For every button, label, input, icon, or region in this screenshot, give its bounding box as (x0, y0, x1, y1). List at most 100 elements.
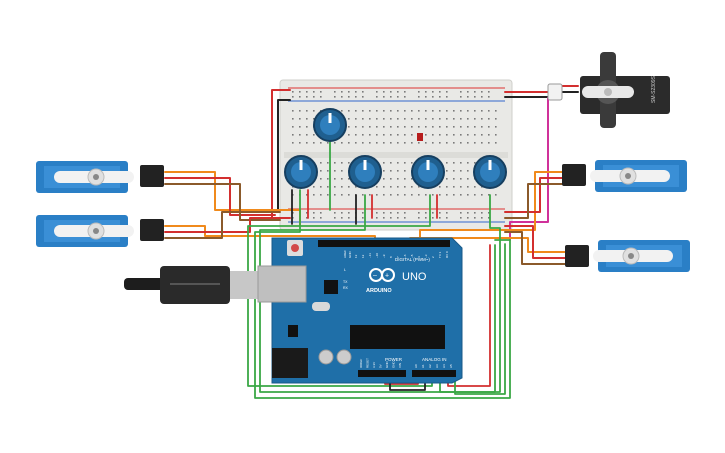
breadboard-hole[interactable] (383, 126, 385, 128)
breadboard-hole[interactable] (467, 194, 469, 196)
breadboard-hole[interactable] (460, 217, 462, 219)
breadboard-hole[interactable] (467, 212, 469, 214)
breadboard-hole[interactable] (467, 134, 469, 136)
breadboard-hole[interactable] (460, 126, 462, 128)
breadboard-hole[interactable] (362, 91, 364, 93)
breadboard-hole[interactable] (383, 170, 385, 172)
breadboard-hole[interactable] (292, 142, 294, 144)
breadboard-hole[interactable] (474, 91, 476, 93)
power-jack[interactable] (272, 348, 308, 378)
breadboard-hole[interactable] (474, 212, 476, 214)
breadboard-hole[interactable] (488, 134, 490, 136)
breadboard-hole[interactable] (341, 110, 343, 112)
breadboard-hole[interactable] (404, 212, 406, 214)
breadboard-hole[interactable] (320, 178, 322, 180)
breadboard-hole[interactable] (327, 162, 329, 164)
breadboard-hole[interactable] (404, 126, 406, 128)
breadboard-hole[interactable] (383, 110, 385, 112)
breadboard-hole[interactable] (474, 118, 476, 120)
breadboard-hole[interactable] (334, 96, 336, 98)
breadboard-hole[interactable] (418, 126, 420, 128)
breadboard-hole[interactable] (376, 212, 378, 214)
breadboard-hole[interactable] (397, 110, 399, 112)
potentiometer-icon[interactable] (348, 155, 382, 189)
breadboard-hole[interactable] (369, 118, 371, 120)
breadboard-hole[interactable] (313, 217, 315, 219)
wire-rs1-red[interactable] (504, 177, 563, 213)
led-icon[interactable] (417, 133, 423, 141)
breadboard-hole[interactable] (369, 142, 371, 144)
breadboard-hole[interactable] (418, 118, 420, 120)
breadboard-hole[interactable] (390, 217, 392, 219)
breadboard-hole[interactable] (404, 134, 406, 136)
breadboard-hole[interactable] (397, 118, 399, 120)
arduino-uno-board[interactable]: – + ARDUINO UNO DIGITAL (PWM~) POWER ANA… (257, 237, 463, 384)
breadboard-hole[interactable] (425, 110, 427, 112)
breadboard-hole[interactable] (453, 170, 455, 172)
breadboard-hole[interactable] (481, 110, 483, 112)
breadboard-hole[interactable] (397, 96, 399, 98)
breadboard-hole[interactable] (432, 110, 434, 112)
potentiometer-icon[interactable] (411, 155, 445, 189)
breadboard-hole[interactable] (369, 126, 371, 128)
breadboard-hole[interactable] (481, 212, 483, 214)
breadboard-hole[interactable] (390, 170, 392, 172)
breadboard-hole[interactable] (383, 217, 385, 219)
breadboard-hole[interactable] (348, 96, 350, 98)
right-servo-2[interactable] (565, 240, 690, 272)
breadboard-hole[interactable] (299, 91, 301, 93)
breadboard-hole[interactable] (306, 217, 308, 219)
breadboard-hole[interactable] (439, 91, 441, 93)
breadboard-hole[interactable] (313, 96, 315, 98)
potentiometer-icon[interactable] (473, 155, 507, 189)
breadboard-hole[interactable] (446, 178, 448, 180)
breadboard-hole[interactable] (355, 110, 357, 112)
breadboard-hole[interactable] (362, 212, 364, 214)
breadboard-hole[interactable] (425, 212, 427, 214)
breadboard-hole[interactable] (439, 118, 441, 120)
breadboard-hole[interactable] (327, 194, 329, 196)
breadboard-hole[interactable] (327, 186, 329, 188)
breadboard-hole[interactable] (383, 96, 385, 98)
breadboard-hole[interactable] (376, 96, 378, 98)
breadboard-hole[interactable] (397, 126, 399, 128)
breadboard-hole[interactable] (376, 134, 378, 136)
breadboard-hole[interactable] (467, 178, 469, 180)
breadboard-hole[interactable] (341, 212, 343, 214)
breadboard-hole[interactable] (467, 91, 469, 93)
breadboard-hole[interactable] (425, 118, 427, 120)
wire-pot4-green[interactable] (439, 194, 501, 393)
breadboard-hole[interactable] (467, 110, 469, 112)
wire-rs2-red[interactable] (504, 225, 566, 259)
breadboard-hole[interactable] (404, 118, 406, 120)
breadboard-hole[interactable] (495, 126, 497, 128)
breadboard-hole[interactable] (474, 186, 476, 188)
breadboard-hole[interactable] (446, 96, 448, 98)
breadboard-hole[interactable] (292, 96, 294, 98)
breadboard-hole[interactable] (439, 217, 441, 219)
breadboard-hole[interactable] (467, 126, 469, 128)
breadboard-hole[interactable] (446, 126, 448, 128)
breadboard-hole[interactable] (404, 91, 406, 93)
breadboard-hole[interactable] (341, 194, 343, 196)
wire-rs2-brown[interactable] (504, 231, 566, 265)
breadboard-hole[interactable] (474, 110, 476, 112)
breadboard-hole[interactable] (446, 118, 448, 120)
breadboard-hole[interactable] (446, 212, 448, 214)
breadboard-hole[interactable] (348, 142, 350, 144)
breadboard-hole[interactable] (362, 217, 364, 219)
breadboard-hole[interactable] (327, 178, 329, 180)
breadboard-hole[interactable] (397, 194, 399, 196)
breadboard-hole[interactable] (411, 178, 413, 180)
breadboard-hole[interactable] (362, 96, 364, 98)
breadboard-hole[interactable] (355, 126, 357, 128)
breadboard-hole[interactable] (488, 126, 490, 128)
breadboard-hole[interactable] (327, 142, 329, 144)
breadboard-hole[interactable] (467, 142, 469, 144)
breadboard-hole[interactable] (446, 110, 448, 112)
breadboard-hole[interactable] (432, 142, 434, 144)
large-servo[interactable]: SM-S2309S (547, 52, 670, 128)
breadboard-hole[interactable] (460, 91, 462, 93)
breadboard-hole[interactable] (299, 142, 301, 144)
breadboard-hole[interactable] (446, 142, 448, 144)
